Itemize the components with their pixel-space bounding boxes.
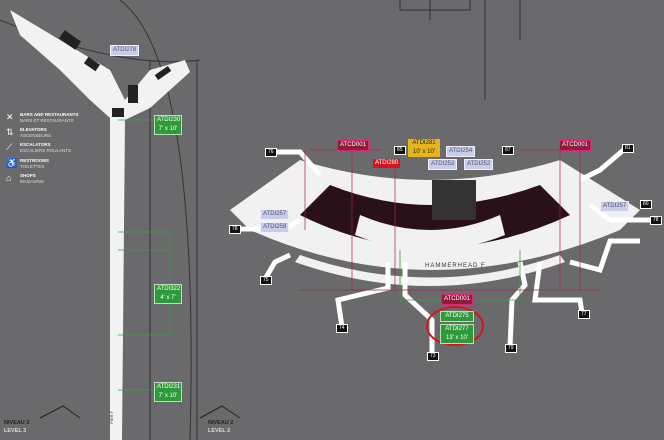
gate-label: 85 (394, 146, 406, 155)
tag-atdi275[interactable]: ATDI275 (440, 311, 474, 322)
tag-atcd001-bottom[interactable]: ATCD001 (441, 294, 473, 305)
tag-atdi253[interactable]: ATDI253 (428, 159, 458, 170)
gate-label: 80 (640, 200, 652, 209)
tag-size: 7' x 10' (158, 126, 178, 132)
gate-label: 74 (336, 324, 348, 333)
restroom-icon: ♿ (6, 158, 18, 168)
tag-atdi231[interactable]: ATDI231 7' x 10' (154, 382, 182, 402)
gate-label: 76 (265, 148, 277, 157)
fork-knife-icon: ✕ (6, 112, 14, 122)
tag-id: ATDI231 (157, 384, 181, 390)
tag-atdi258[interactable]: ATDI258 (260, 222, 290, 233)
concourse-label: HAMMERHEAD F (425, 263, 486, 269)
legend-label-fr: MAGASINS (20, 179, 44, 184)
gate-label: 73 (427, 352, 439, 361)
gate-label: 78 (229, 225, 241, 234)
highlight-circle (426, 306, 484, 346)
level-3-label: NIVEAU 3 LEVEL 3 (4, 419, 29, 435)
tag-id: ATDI230 (157, 117, 181, 123)
tag-atdi322[interactable]: ATDI322 4' x 7' (154, 284, 182, 304)
legend-label: BARS AND RESTAURANTS (20, 112, 79, 117)
legend-label: SHOPS (20, 173, 36, 178)
legend-label: ESCALATORS (20, 142, 51, 147)
tag-size: 7' x 10' (158, 393, 178, 399)
tag-size: 10' x 10' (413, 149, 435, 155)
level-fr: NIVEAU 2 (208, 420, 234, 426)
legend-label: ELEVATORS (20, 127, 47, 132)
gate-label: 81 (622, 144, 634, 153)
pier-f-building (10, 10, 190, 440)
legend-label-fr: ASCENSEURS (20, 133, 52, 138)
tag-atdi281[interactable]: ATDI281 10' x 10' (408, 139, 440, 157)
legend-label-fr: TOILETTES (20, 164, 45, 169)
gate-label: 79 (505, 344, 517, 353)
legend-label-fr: BARS ET RESTAURANTS (20, 118, 74, 123)
tag-atdi280[interactable]: ATDI280 (373, 159, 401, 168)
pier-label: PIER F (108, 411, 114, 424)
tag-atdi278[interactable]: ATDI278 (110, 45, 140, 56)
level-fr: NIVEAU 3 (4, 420, 30, 426)
tag-id: ATDI277 (445, 326, 469, 332)
tag-id: ATDI281 (412, 140, 436, 146)
shop-icon: ⌂ (6, 173, 12, 183)
legend-label-fr: ESCALIERS ROULANTS (20, 148, 72, 153)
tag-atdi230[interactable]: ATDI230 7' x 10' (154, 115, 182, 135)
tag-size: 4' x 7' (160, 295, 176, 301)
level-2-label: NIVEAU 2 LEVEL 2 (208, 419, 233, 435)
level-en: LEVEL 2 (208, 428, 231, 434)
elevator-icon: ⇅ (6, 127, 14, 137)
gate-label: 75 (260, 276, 272, 285)
gate-label: 78 (650, 216, 662, 225)
tag-id: ATDI322 (157, 286, 181, 292)
legend-label: RESTROOMS (20, 158, 50, 163)
tag-atdi277[interactable]: ATDI277 13' x 10' (440, 324, 474, 344)
tag-atdi252[interactable]: ATDI252 (464, 159, 494, 170)
tag-atdi257-right[interactable]: ATDI257 (600, 201, 630, 212)
tag-atcd001-left[interactable]: ATCD001 (337, 140, 369, 151)
tag-atcd001-right[interactable]: ATCD001 (559, 140, 591, 151)
gate-label: 77 (578, 310, 590, 319)
gate-label: 87 (502, 146, 514, 155)
escalator-icon: ⟋ (6, 142, 13, 152)
tag-atdi257-left[interactable]: ATDI257 (260, 209, 290, 220)
tag-atdi254[interactable]: ATDI254 (446, 146, 476, 157)
tag-size: 13' x 10' (446, 335, 468, 341)
level-en: LEVEL 3 (4, 428, 27, 434)
